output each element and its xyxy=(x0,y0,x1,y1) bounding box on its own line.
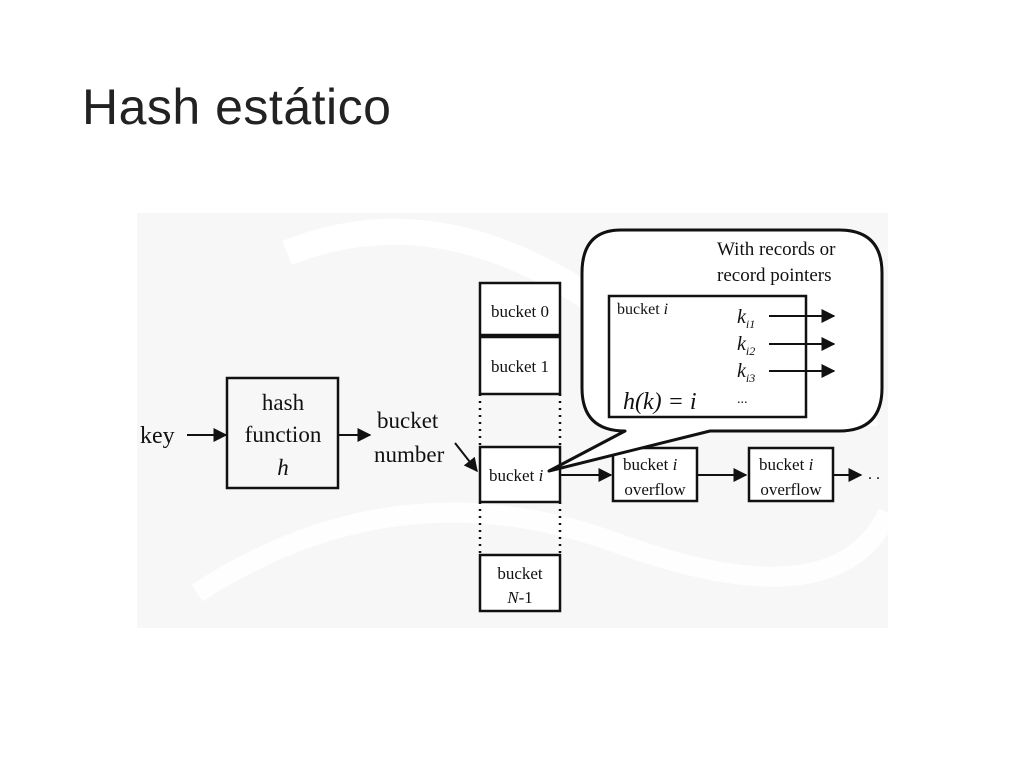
bucket-n-1-line2: N-1 xyxy=(506,588,533,607)
record-key-2: ki2 xyxy=(737,333,755,358)
bucket-number-arrow xyxy=(454,442,478,473)
overflow-1-line1: bucket i xyxy=(623,455,678,474)
hash-function-line2: function xyxy=(245,422,322,447)
callout-note-line2: record pointers xyxy=(717,265,831,286)
background-swoosh xyxy=(191,502,898,602)
hash-function-line3: h xyxy=(277,455,289,480)
record-key-3: ki3 xyxy=(737,360,755,385)
bucket-n-1-box xyxy=(478,553,562,613)
overflow-2-line2: overflow xyxy=(760,480,822,499)
slide-title: Hash estático xyxy=(82,79,392,135)
hash-function-box xyxy=(225,376,340,490)
bucket-i-box xyxy=(478,445,562,504)
hash-function-line1: hash xyxy=(262,390,305,415)
key-label: key xyxy=(140,423,175,449)
record-key-1: ki1 xyxy=(737,306,755,331)
bucket-0-label: bucket 0 xyxy=(491,302,549,321)
record-ellipsis: ... xyxy=(737,392,748,407)
overflow-1-line2: overflow xyxy=(624,480,686,499)
overflow-ellipsis: . . xyxy=(868,466,880,483)
bucket-i-label: bucket i xyxy=(489,466,544,485)
bucket-1-box xyxy=(478,335,562,396)
callout-bucket-label: bucket i xyxy=(617,301,668,318)
bucket-1-label: bucket 1 xyxy=(491,357,549,376)
static-hashing-diagram: key hash function h bucket number bucket… xyxy=(137,213,898,628)
diagram-svg: key hash function h bucket number bucket… xyxy=(137,213,898,628)
bucket-number-line2: number xyxy=(374,442,445,467)
overflow-2-line1: bucket i xyxy=(759,455,814,474)
callout-note-line1: With records or xyxy=(717,239,836,260)
bucket-n-1-line1: bucket xyxy=(497,564,543,583)
bucket-0-box xyxy=(478,281,562,337)
hash-formula: h(k) = i xyxy=(623,389,697,415)
bucket-number-line1: bucket xyxy=(377,408,439,433)
